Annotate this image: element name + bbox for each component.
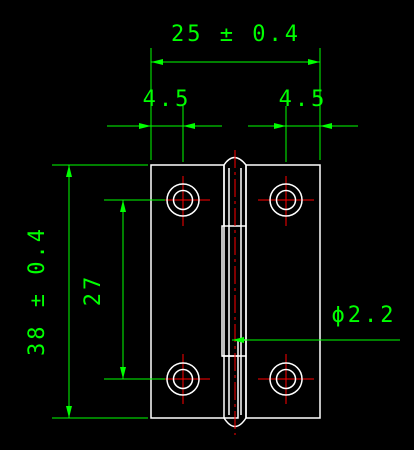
dim-left-hole-offset: 4.5 [143, 87, 192, 112]
dim-overall-height: 38 ± 0.4 [25, 226, 50, 356]
dimension-lines [52, 48, 400, 419]
dim-hole-diameter: ϕ2.2 [332, 303, 397, 328]
hole-bottom-left [166, 362, 200, 396]
hole-top-right [269, 183, 303, 217]
left-leaf [150, 164, 239, 419]
hinge-outline [150, 156, 321, 428]
hole-bottom-right [269, 362, 303, 396]
mounting-holes [166, 183, 303, 396]
arrowheads [66, 59, 332, 418]
dim-hole-spacing: 27 [81, 274, 106, 307]
hole-top-left [166, 183, 200, 217]
dim-overall-width: 25 ± 0.4 [171, 22, 301, 47]
dim-right-hole-offset: 4.5 [279, 87, 328, 112]
right-leaf [245, 164, 321, 419]
knuckle-barrel [223, 156, 247, 428]
center-lines [155, 150, 314, 435]
